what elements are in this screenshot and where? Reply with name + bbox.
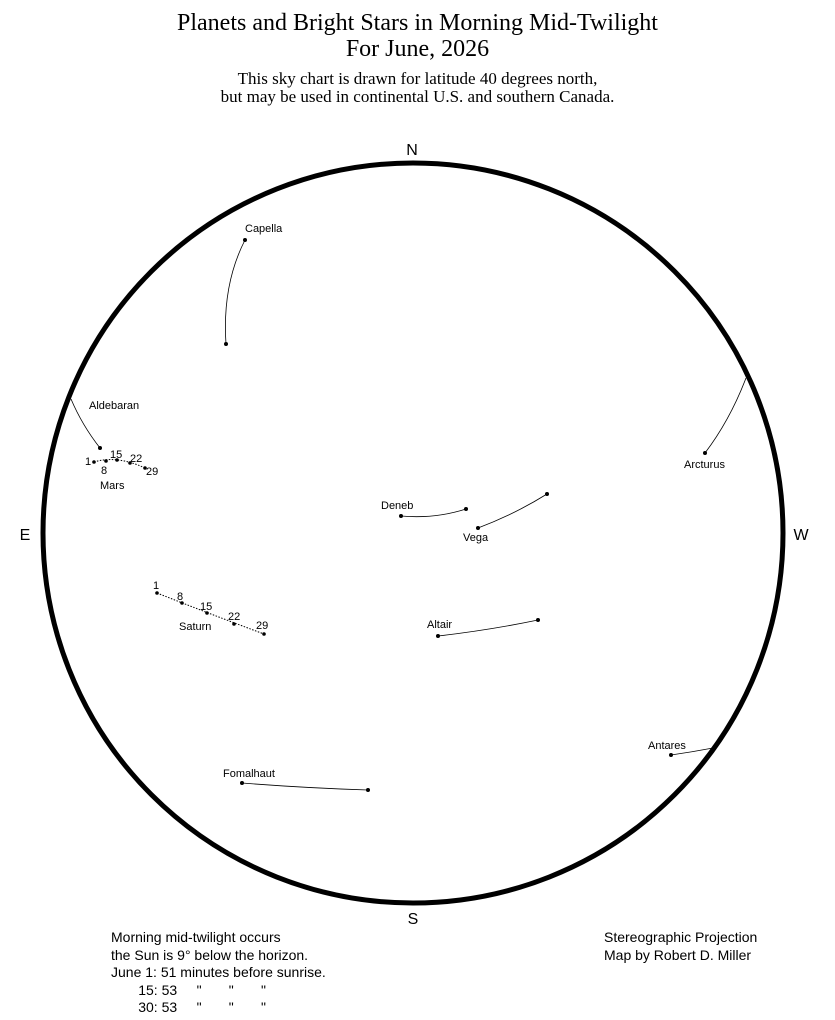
star-label: Altair bbox=[427, 619, 452, 631]
star-track bbox=[400, 508, 467, 518]
star-point bbox=[98, 446, 102, 450]
star-label: Deneb bbox=[381, 500, 413, 512]
date-label: 8 bbox=[177, 591, 183, 603]
planet-point bbox=[205, 611, 209, 615]
star-capella: Capella bbox=[224, 223, 283, 346]
star-aldebaran: Aldebaran bbox=[70, 398, 139, 450]
date-label: 1 bbox=[153, 580, 159, 592]
planet-point bbox=[115, 458, 119, 462]
direction-north: N bbox=[406, 142, 418, 159]
star-point bbox=[703, 451, 707, 455]
planet-label: Mars bbox=[100, 480, 125, 492]
star-point bbox=[240, 781, 244, 785]
planet-point bbox=[128, 461, 132, 465]
chart-title-line1: Planets and Bright Stars in Morning Mid-… bbox=[177, 10, 658, 36]
star-label: Vega bbox=[463, 532, 489, 544]
date-label: 1 bbox=[85, 456, 91, 468]
planet-point bbox=[232, 622, 236, 626]
date-label: 22 bbox=[228, 611, 240, 623]
star-point bbox=[224, 342, 228, 346]
planet-track bbox=[156, 592, 265, 635]
planet-point bbox=[143, 466, 147, 470]
star-label: Capella bbox=[245, 223, 283, 235]
star-point bbox=[243, 238, 247, 242]
note-line: 15: 53 " " " bbox=[111, 981, 266, 998]
star-point bbox=[476, 526, 480, 530]
star-track bbox=[241, 782, 369, 791]
date-label: 29 bbox=[256, 620, 268, 632]
star-arcturus: Arcturus bbox=[684, 377, 747, 471]
note-line: the Sun is 9° below the horizon. bbox=[111, 946, 309, 963]
star-fomalhaut: Fomalhaut bbox=[223, 768, 370, 792]
star-label: Arcturus bbox=[684, 459, 725, 471]
date-label: 8 bbox=[101, 465, 107, 477]
star-point bbox=[669, 753, 673, 757]
twilight-notes: Morning mid-twilight occurs the Sun is 9… bbox=[111, 929, 326, 1017]
star-label: Aldebaran bbox=[89, 400, 139, 412]
planet-point bbox=[155, 591, 159, 595]
note-line: Morning mid-twilight occurs bbox=[111, 929, 281, 945]
planet-mars: 1 8 15 22 29 Mars bbox=[85, 449, 158, 492]
star-point bbox=[536, 618, 540, 622]
direction-west: W bbox=[793, 527, 809, 544]
note-line: June 1: 51 minutes before sunrise. bbox=[111, 964, 326, 980]
horizon-circle bbox=[40, 160, 786, 906]
chart-title-line2: For June, 2026 bbox=[345, 36, 490, 62]
star-deneb: Deneb bbox=[381, 500, 468, 518]
star-vega: Vega bbox=[463, 492, 549, 544]
chart-subtitle-line1: This sky chart is drawn for latitude 40 … bbox=[237, 69, 598, 88]
star-track bbox=[437, 619, 539, 637]
credits: Stereographic Projection Map by Robert D… bbox=[604, 929, 757, 964]
author-credit: Map by Robert D. Miller bbox=[604, 946, 752, 963]
direction-east: E bbox=[20, 527, 31, 544]
star-label: Antares bbox=[648, 740, 686, 752]
planet-point bbox=[262, 632, 266, 636]
star-label: Fomalhaut bbox=[223, 768, 275, 780]
star-track bbox=[704, 377, 747, 454]
date-label: 29 bbox=[146, 466, 158, 478]
direction-south: S bbox=[408, 911, 419, 928]
chart-subtitle-line2: but may be used in continental U.S. and … bbox=[220, 87, 615, 106]
planet-point bbox=[180, 601, 184, 605]
star-point bbox=[366, 788, 370, 792]
star-point bbox=[545, 492, 549, 496]
star-altair: Altair bbox=[427, 618, 540, 638]
star-track bbox=[477, 493, 548, 529]
planet-saturn: 1 8 15 22 29 Saturn bbox=[153, 580, 268, 636]
star-point bbox=[399, 514, 403, 518]
star-track bbox=[670, 747, 714, 756]
date-label: 15 bbox=[110, 449, 122, 461]
planet-point bbox=[104, 459, 108, 463]
star-point bbox=[464, 507, 468, 511]
planet-label: Saturn bbox=[179, 621, 211, 633]
date-label: 22 bbox=[130, 453, 142, 465]
note-line: 30: 53 " " " bbox=[111, 999, 266, 1015]
projection-note: Stereographic Projection bbox=[604, 929, 758, 945]
star-track bbox=[70, 398, 101, 449]
star-track bbox=[225, 239, 246, 345]
planet-point bbox=[92, 460, 96, 464]
date-label: 15 bbox=[200, 601, 212, 613]
star-antares: Antares bbox=[648, 740, 714, 757]
star-point bbox=[436, 634, 440, 638]
